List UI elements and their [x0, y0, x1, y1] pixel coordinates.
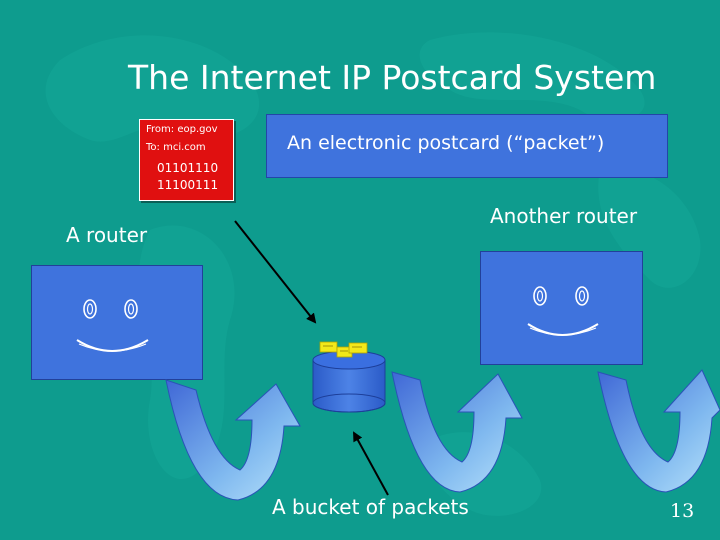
- postcard: From: eop.gov To: mci.com 01101110 11100…: [139, 119, 234, 201]
- postcard-bits-1: 01101110: [157, 161, 219, 175]
- router-a-label: A router: [66, 223, 148, 247]
- postcard-to: To: mci.com: [146, 142, 206, 153]
- router-face-icon: [76, 299, 149, 352]
- postcard-bits-2: 11100111: [157, 178, 219, 192]
- page-number: 13: [670, 500, 695, 522]
- slide-title: The Internet IP Postcard System: [128, 58, 657, 97]
- curved-arrow-icon: [165, 379, 301, 501]
- curved-arrow-icon: [597, 369, 720, 493]
- packet-callout-text: An electronic postcard (“packet”): [287, 132, 605, 154]
- packet-callout: An electronic postcard (“packet”): [266, 114, 668, 178]
- pointer-arrow-icon: [353, 431, 389, 496]
- postcard-from: From: eop.gov: [146, 124, 218, 135]
- router-b-label: Another router: [490, 204, 638, 228]
- router-a: [31, 265, 203, 380]
- pointer-arrow-icon: [234, 220, 317, 324]
- bucket-label: A bucket of packets: [272, 495, 469, 519]
- router-b: [480, 251, 643, 365]
- curved-arrow-icon: [391, 371, 523, 493]
- router-face-icon: [527, 286, 599, 336]
- packet-bucket-icon: [312, 341, 386, 413]
